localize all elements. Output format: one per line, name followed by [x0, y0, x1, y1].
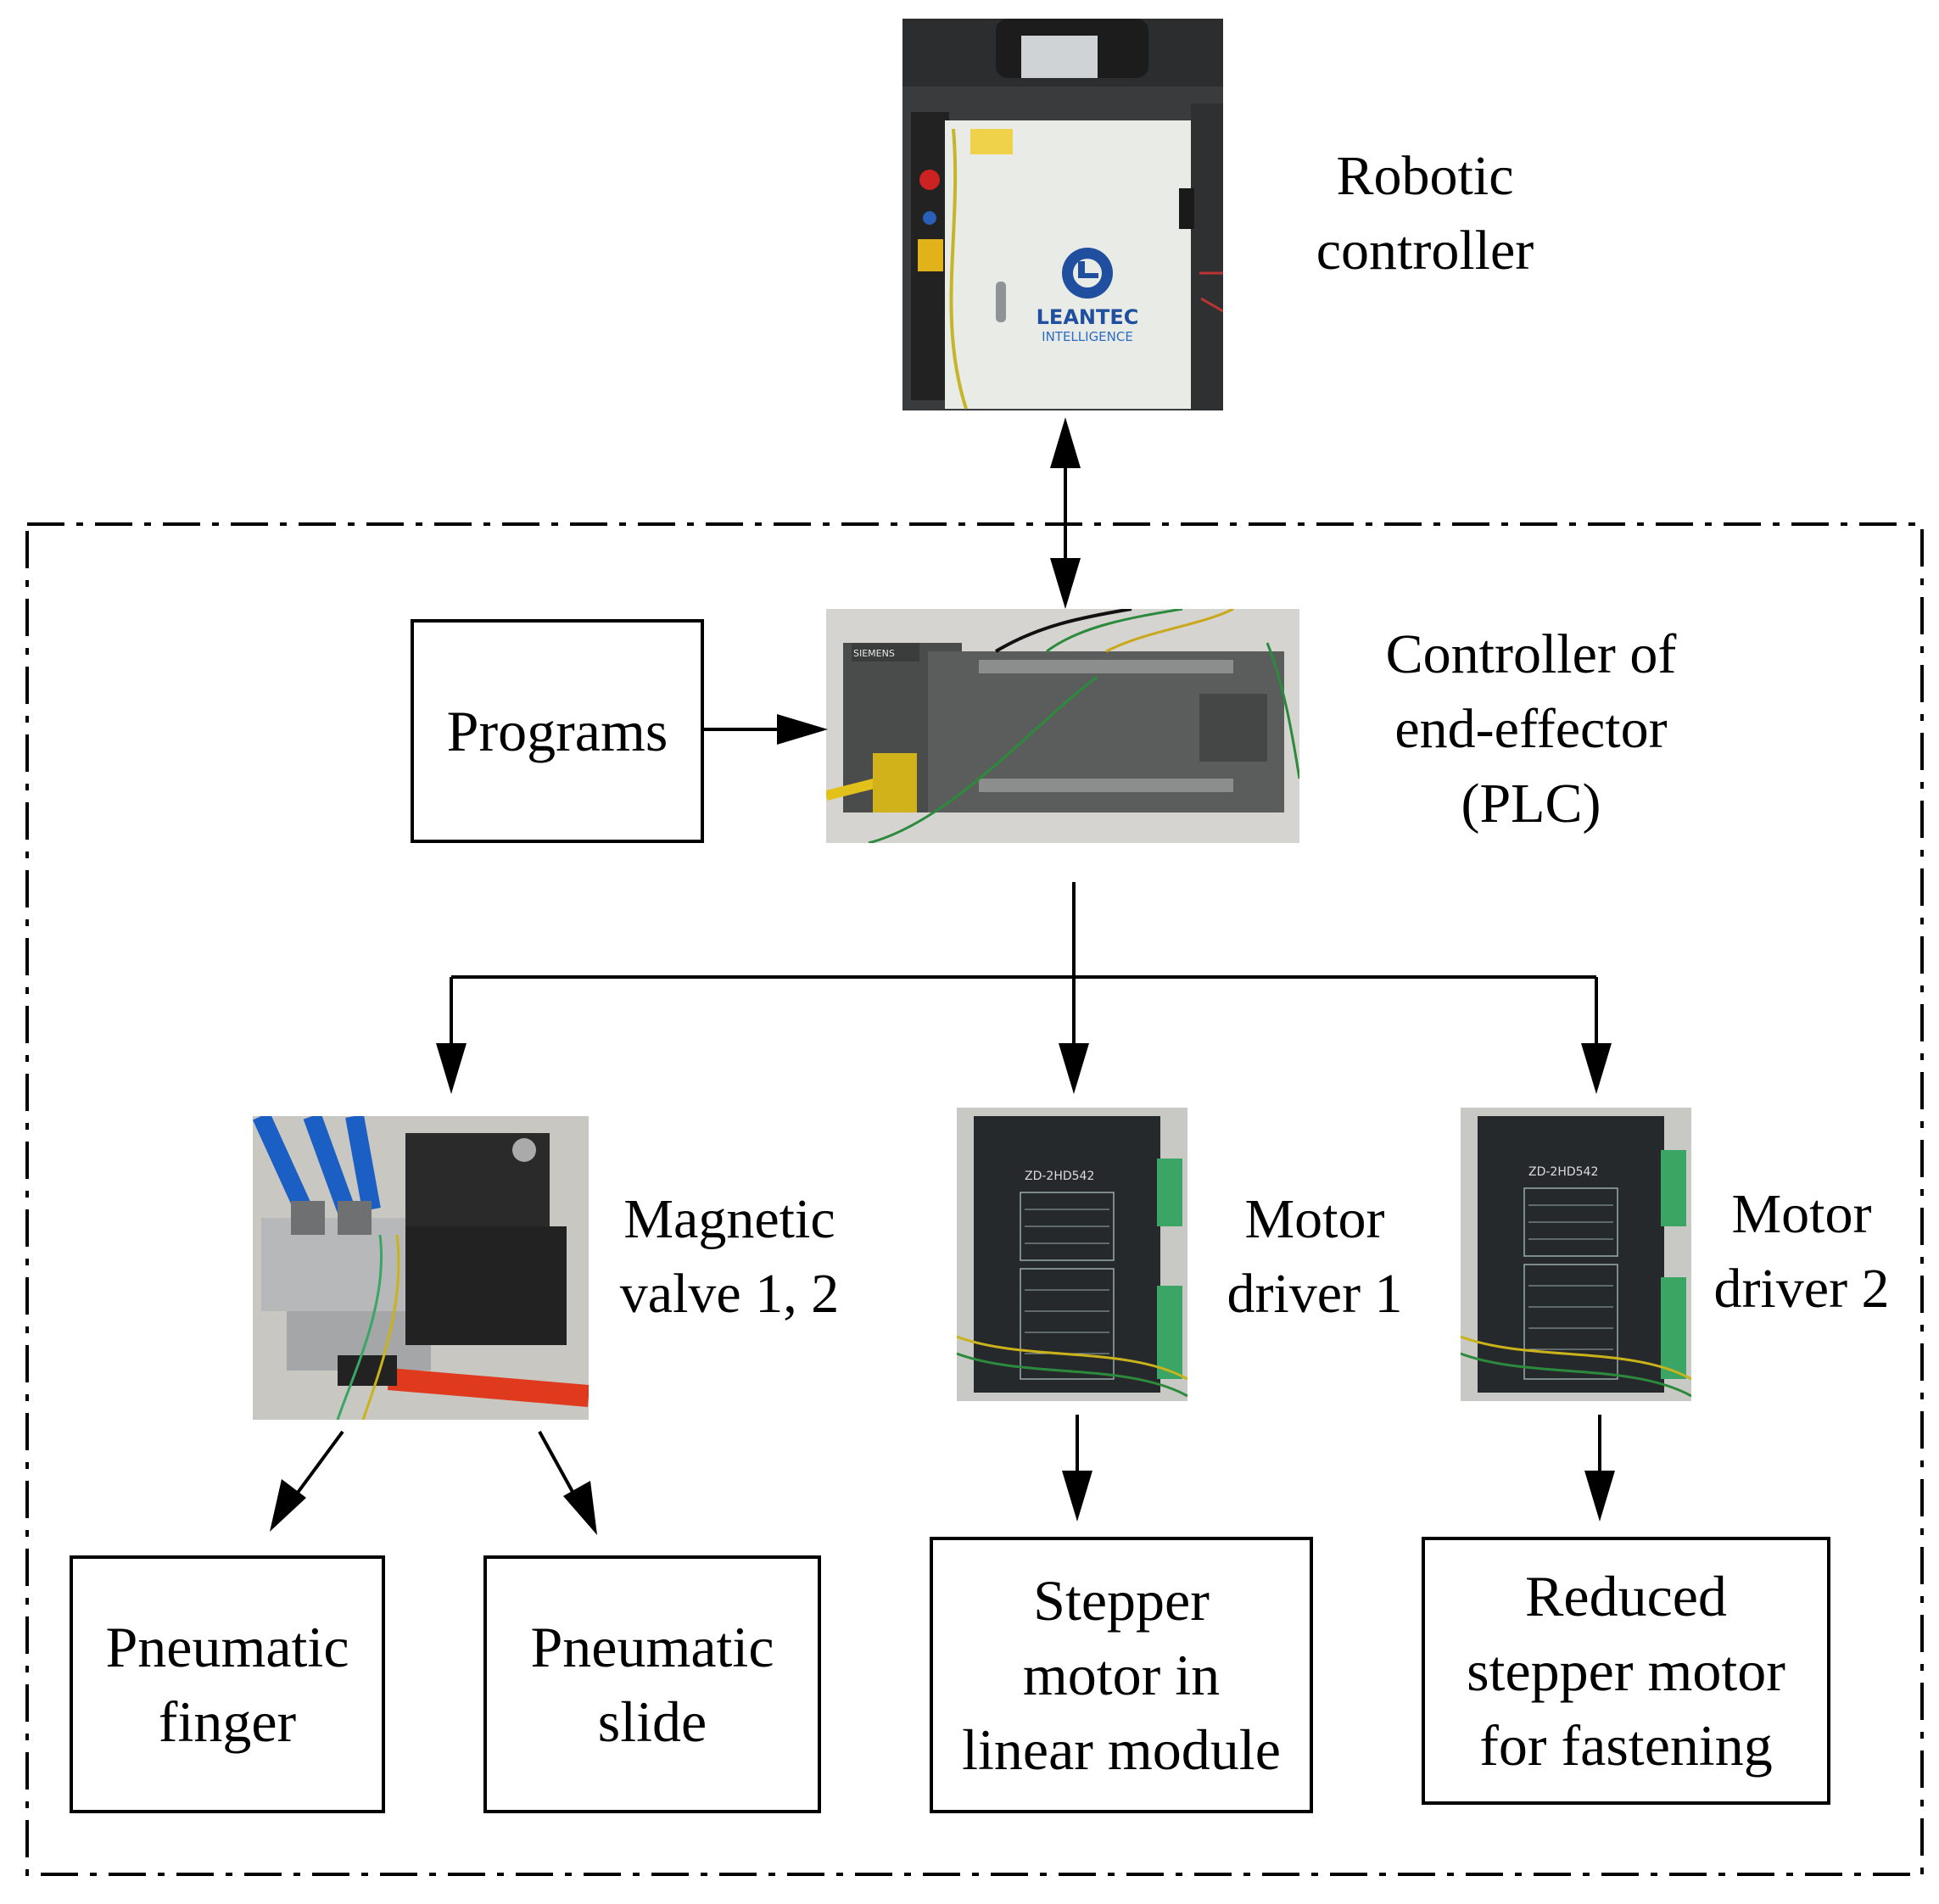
motor-driver-2-line1: Motor [1731, 1183, 1872, 1245]
edge-valve-slide [538, 1431, 578, 1500]
plc-label: Controller of end-effector (PLC) [1340, 617, 1722, 841]
stepper-linear-line1: Stepper [1033, 1568, 1210, 1633]
motor-driver-2-line2: driver 2 [1713, 1258, 1890, 1320]
motor-driver-1-photo: ZD-2HD542 [957, 1108, 1187, 1401]
plc-brand-text: SIEMENS [853, 648, 895, 659]
motor-driver-1-label: Motor driver 1 [1187, 1182, 1442, 1332]
arrowhead-slide [563, 1481, 597, 1535]
motor-driver-1-line2: driver 1 [1227, 1263, 1403, 1325]
robotic-controller-line1: Robotic [1336, 145, 1514, 207]
stepper-linear-line2: motor in [1022, 1643, 1221, 1707]
valve-label: Magnetic valve 1, 2 [594, 1182, 865, 1332]
programs-box: Programs [411, 619, 704, 843]
arrowhead-up [1050, 417, 1081, 468]
pneumatic-finger-line2: finger [158, 1689, 297, 1754]
robotic-controller-photo: LEANTEC INTELLIGENCE [902, 19, 1223, 410]
arrowhead-stepper [1062, 1471, 1092, 1522]
arrowhead-reduced [1584, 1471, 1615, 1522]
arrowhead-finger [270, 1479, 306, 1532]
arrowhead-driver2 [1581, 1043, 1612, 1094]
arrowhead-driver1 [1059, 1043, 1089, 1094]
motor-driver-2-photo: ZD-2HD542 [1461, 1108, 1691, 1401]
robotic-controller-label: Robotic controller [1281, 139, 1569, 288]
pneumatic-finger-line1: Pneumatic [105, 1615, 349, 1679]
arrowhead-valve [436, 1043, 467, 1094]
pneumatic-slide-box: Pneumatic slide [483, 1555, 821, 1813]
driver-2-model-text: ZD-2HD542 [1528, 1165, 1598, 1179]
programs-label: Programs [446, 699, 668, 763]
valve-line1: Magnetic [623, 1188, 835, 1250]
magnetic-valve-photo [253, 1116, 589, 1420]
end-effector-boundary [25, 522, 1924, 1876]
leantec-logo-text: LEANTEC [1037, 305, 1139, 329]
arrowhead-down [1050, 558, 1081, 609]
pneumatic-slide-line1: Pneumatic [530, 1615, 774, 1679]
reduced-stepper-line2: stepper motor [1467, 1639, 1785, 1703]
arrowhead-right [777, 714, 828, 745]
reduced-stepper-line3: for fastening [1479, 1713, 1773, 1778]
plc-photo: SIEMENS [826, 609, 1299, 843]
valve-line2: valve 1, 2 [619, 1263, 840, 1325]
leantec-logo-subtext: INTELLIGENCE [1042, 329, 1133, 344]
edge-valve-finger [291, 1430, 344, 1501]
pneumatic-finger-box: Pneumatic finger [70, 1555, 385, 1813]
plc-line1: Controller of [1385, 623, 1677, 685]
motor-driver-1-line1: Motor [1244, 1188, 1385, 1250]
driver-1-model-text: ZD-2HD542 [1025, 1170, 1094, 1183]
robotic-controller-line2: controller [1316, 220, 1534, 282]
motor-driver-2-label: Motor driver 2 [1691, 1177, 1912, 1326]
stepper-linear-box: Stepper motor in linear module [930, 1537, 1313, 1813]
plc-line2: end-effector [1394, 698, 1668, 760]
stepper-linear-line3: linear module [962, 1717, 1281, 1782]
plc-line3: (PLC) [1461, 773, 1601, 835]
pneumatic-slide-line2: slide [597, 1689, 707, 1754]
reduced-stepper-line1: Reduced [1525, 1564, 1727, 1628]
reduced-stepper-box: Reduced stepper motor for fastening [1422, 1537, 1830, 1805]
